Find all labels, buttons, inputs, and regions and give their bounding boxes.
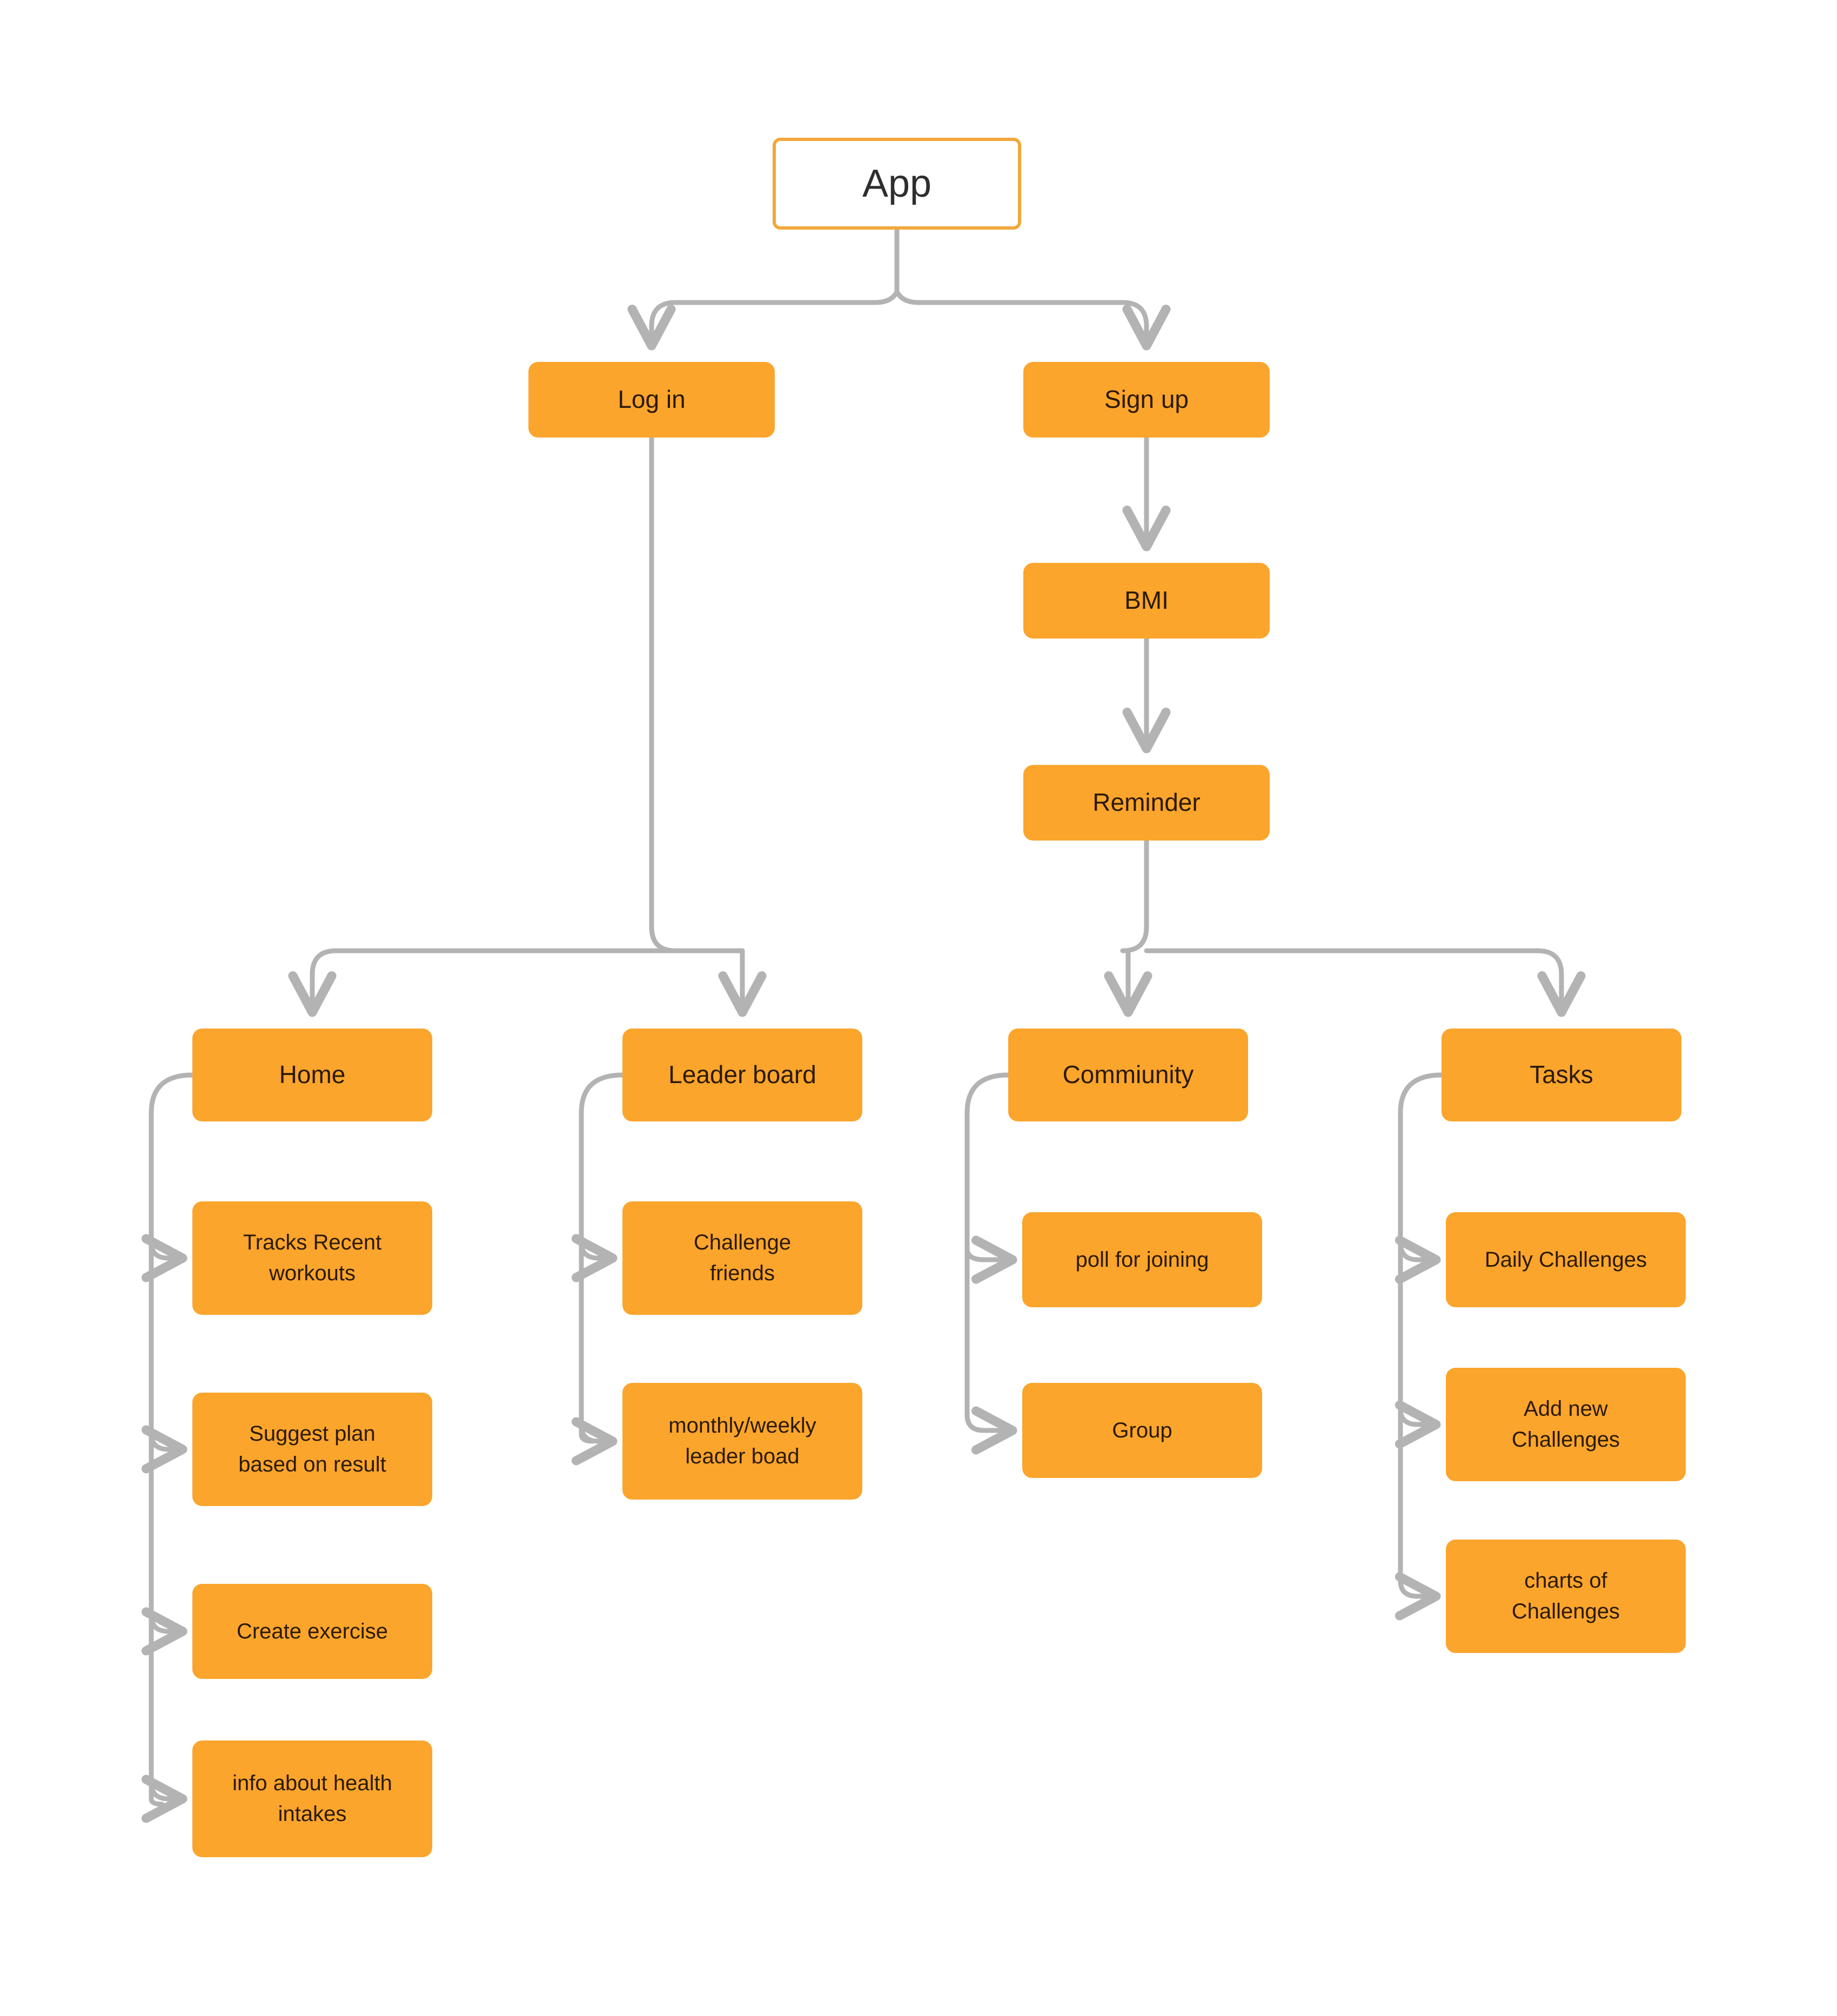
node-home-label: Home xyxy=(279,1060,346,1089)
node-add-new-challenges[interactable]: Add new Challenges xyxy=(1446,1368,1686,1481)
node-bmi-label: BMI xyxy=(1124,586,1169,615)
node-reminder-label: Reminder xyxy=(1092,788,1201,817)
node-home[interactable]: Home xyxy=(192,1029,432,1121)
edge-reminder-to-bus xyxy=(1120,838,1149,953)
node-info-about-health-intakes[interactable]: info about health intakes xyxy=(192,1741,432,1857)
node-app-label: App xyxy=(862,162,932,205)
node-app[interactable]: App xyxy=(773,138,1021,230)
node-challenge-friends[interactable]: Challenge friends xyxy=(622,1201,862,1315)
edge-login-to-bus xyxy=(649,435,678,953)
node-group-label: Group xyxy=(1112,1418,1172,1442)
node-daily-challenges[interactable]: Daily Challenges xyxy=(1446,1212,1686,1307)
edge-bus-left xyxy=(288,948,678,1017)
edge-home-spine xyxy=(149,1072,195,1807)
node-challenge-friends-label: Challenge friends xyxy=(693,1231,792,1285)
node-create-exercise-label: Create exercise xyxy=(236,1619,388,1643)
node-commiunity-label: Commiunity xyxy=(1062,1060,1194,1089)
edge-home-c2 xyxy=(141,1425,187,1474)
node-sign-up[interactable]: Sign up xyxy=(1023,362,1270,438)
edge-tk-c2 xyxy=(1394,1400,1441,1449)
node-daily-challenges-label: Daily Challenges xyxy=(1484,1247,1647,1272)
node-add-new-challenges-label: Add new Challenges xyxy=(1511,1397,1620,1451)
edge-app-to-login xyxy=(627,289,900,351)
node-commiunity[interactable]: Commiunity xyxy=(1008,1029,1248,1121)
node-charts-of-challenges[interactable]: charts of Challenges xyxy=(1446,1540,1686,1653)
edge-tk-spine xyxy=(1398,1072,1444,1599)
edge-home-c1 xyxy=(141,1234,187,1282)
node-suggest-plan-based-on-result-label: Suggest plan based on result xyxy=(238,1422,386,1476)
node-bmi[interactable]: BMI xyxy=(1023,563,1270,639)
node-charts-of-challenges-label: charts of Challenges xyxy=(1511,1569,1620,1623)
node-poll-for-joining[interactable]: poll for joining xyxy=(1022,1212,1262,1307)
edge-cm-c1 xyxy=(964,1235,1017,1284)
edge-app-to-signup xyxy=(894,289,1171,351)
edge-tk-c1 xyxy=(1394,1235,1441,1284)
edge-cm-c2 xyxy=(964,1406,1017,1455)
edge-home-c3 xyxy=(141,1607,187,1656)
node-log-in-label: Log in xyxy=(618,385,686,414)
node-tasks[interactable]: Tasks xyxy=(1442,1029,1681,1121)
node-log-in[interactable]: Log in xyxy=(528,362,775,438)
node-reminder[interactable]: Reminder xyxy=(1023,765,1270,841)
edge-home-c4 xyxy=(141,1775,187,1823)
node-tracks-recent-workouts[interactable]: Tracks Recent workouts xyxy=(192,1201,432,1315)
node-leader-board-label: Leader board xyxy=(668,1060,816,1089)
node-info-about-health-intakes-label: info about health intakes xyxy=(232,1771,392,1826)
edge-bus-to-leaderboard xyxy=(649,948,767,1017)
node-monthly-weekly-leader-boad-label: monthly/weekly leader boad xyxy=(668,1414,816,1468)
node-monthly-weekly-leader-boad[interactable]: monthly/weekly leader boad xyxy=(622,1383,862,1500)
node-tasks-label: Tasks xyxy=(1530,1060,1593,1089)
edge-cm-spine xyxy=(964,1072,1011,1433)
edge-lb-spine xyxy=(579,1072,625,1444)
edge-tk-c3 xyxy=(1394,1572,1441,1621)
node-group[interactable]: Group xyxy=(1022,1383,1262,1478)
node-poll-for-joining-label: poll for joining xyxy=(1075,1247,1209,1272)
node-sign-up-label: Sign up xyxy=(1104,385,1189,414)
edge-bus-right xyxy=(1144,948,1586,1017)
edge-lb-c2 xyxy=(571,1417,618,1466)
edge-bus-to-community xyxy=(1104,948,1152,1017)
edge-lb-c1 xyxy=(571,1234,618,1282)
node-create-exercise[interactable]: Create exercise xyxy=(192,1584,432,1679)
node-tracks-recent-workouts-label: Tracks Recent workouts xyxy=(243,1231,382,1285)
node-suggest-plan-based-on-result[interactable]: Suggest plan based on result xyxy=(192,1393,432,1506)
node-leader-board[interactable]: Leader board xyxy=(622,1029,862,1121)
